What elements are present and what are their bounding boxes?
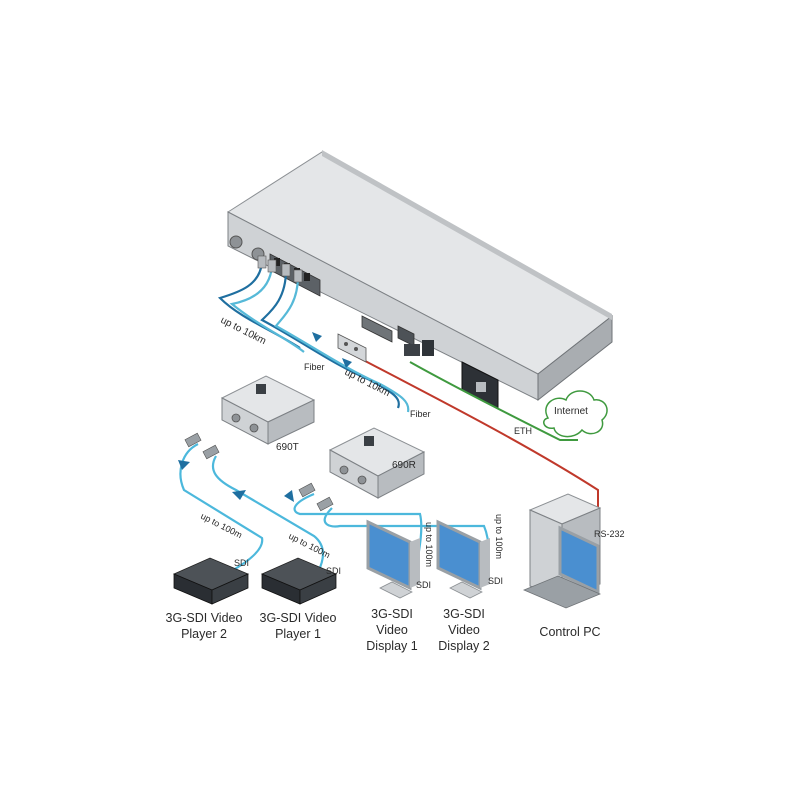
eth-cable — [409, 361, 578, 441]
sdi-label-p2: SDI — [234, 558, 249, 568]
db9-connector — [337, 333, 367, 363]
rs232-label: RS-232 — [594, 529, 625, 539]
player2-label-line2: Player 2 — [181, 627, 227, 641]
video-display-2 — [436, 519, 490, 599]
fiber-distance-label-1: up to 10km — [219, 315, 268, 347]
control-pc-label: Control PC — [539, 625, 600, 639]
display1-label-line2: Video — [376, 623, 408, 637]
sdi-label-d1: SDI — [416, 580, 431, 590]
fiber-label-2: Fiber — [410, 409, 431, 419]
transmitter-label: 690T — [276, 442, 299, 453]
display1-label-line1: 3G-SDI — [371, 607, 413, 621]
video-player-2 — [172, 557, 250, 605]
control-pc — [522, 493, 602, 609]
sdi-cables — [178, 432, 490, 583]
player2-label-line1: 3G-SDI Video — [166, 611, 243, 625]
display2-label-line2: Video — [448, 623, 480, 637]
sdi-label-d2: SDI — [488, 576, 503, 586]
sdi-distance-label-p2: up to 100m — [199, 511, 244, 540]
video-player-1 — [260, 557, 338, 605]
receiver-label: 690R — [392, 460, 416, 471]
video-display-1 — [366, 519, 420, 599]
fiber-cables — [217, 255, 410, 413]
receiver-690r: 690R — [328, 427, 426, 499]
internet-label: Internet — [554, 406, 588, 417]
sdi-label-p1: SDI — [326, 566, 341, 576]
player1-label-line2: Player 1 — [275, 627, 321, 641]
rs232-cable — [347, 351, 599, 528]
eth-label: ETH — [514, 426, 532, 436]
internet-cloud: Internet — [543, 390, 608, 438]
sdi-distance-label-p1: up to 100m — [287, 531, 332, 560]
transmitter-690t: 690T — [220, 375, 316, 453]
display1-label-line3: Display 1 — [366, 639, 417, 653]
display2-label-line1: 3G-SDI — [443, 607, 485, 621]
sdi-distance-label-d2: up to 100m — [494, 514, 504, 559]
display2-label-line3: Display 2 — [438, 639, 489, 653]
fiber-label-1: Fiber — [304, 362, 325, 372]
rack-unit — [227, 150, 613, 409]
sdi-distance-label-d1: up to 100m — [424, 522, 434, 567]
player1-label-line1: 3G-SDI Video — [260, 611, 337, 625]
